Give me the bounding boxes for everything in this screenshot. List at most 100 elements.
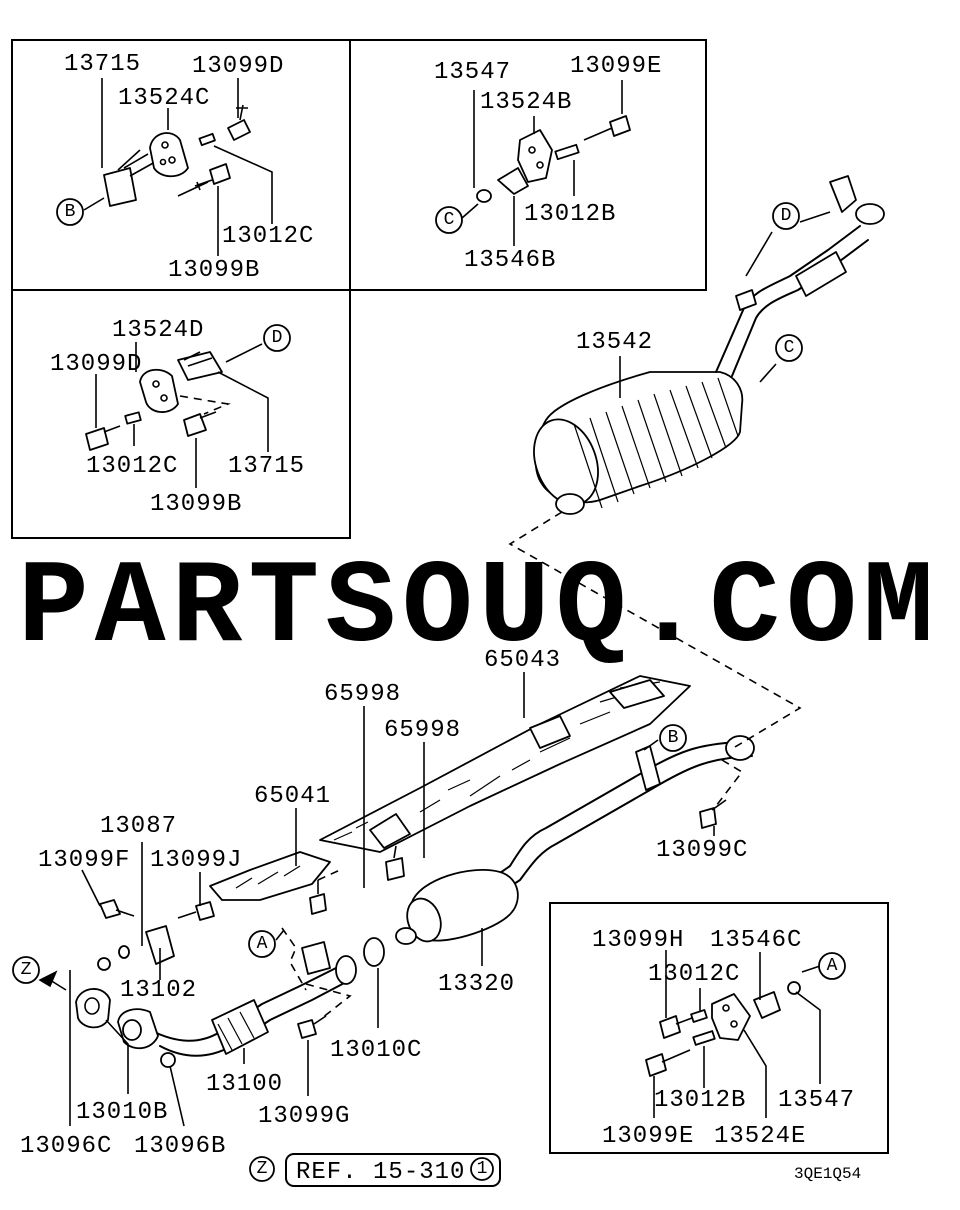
label-13096c: 13096C [20,1133,112,1160]
callout-a-front-pipe: A [248,930,276,958]
center-muffler-13320 [395,869,519,945]
label-13099e-2: 13099E [602,1123,694,1150]
label-65998: 65998 [324,681,401,708]
nut-13096b [160,1052,176,1068]
inset-box-bottom-right [549,902,889,1154]
bolt-13099b [209,163,231,185]
washer-13087 [118,945,130,959]
rear-muffler-13542 [533,175,885,515]
callout-b-top-left: B [56,198,84,226]
rubber-hanger-13524e [711,993,751,1041]
watermark: PARTSOUQ.COM [18,543,940,676]
label-13099h: 13099H [592,927,684,954]
inset-top-right-parts [461,80,631,246]
callout-label: C [784,338,795,358]
reference-marker: Z [257,1159,268,1179]
reference-box [285,1153,501,1187]
bolt-13099h [659,1015,681,1039]
label-13010c: 13010C [330,1037,422,1064]
label-13099g: 13099G [258,1103,350,1130]
reference-text: REF. 15-310 [296,1159,465,1186]
callout-label: B [65,202,76,222]
label-13547-2: 13547 [778,1087,855,1114]
bolt-13099d [85,427,109,451]
hanger-bracket-13715 [103,167,137,207]
bolt-13099c [699,807,717,829]
label-13546b: 13546B [464,247,556,274]
bolt-65998-left [309,893,327,915]
label-13010b: 13010B [76,1099,168,1126]
bracket-13546c [753,991,781,1019]
heat-protector-65043 [319,675,691,853]
label-13524e: 13524E [714,1123,806,1150]
diagram-code: 3QE1Q54 [794,1165,861,1183]
label-13546c: 13546C [710,927,802,954]
inset-top-left-parts [83,78,273,256]
label-13715: 13715 [64,51,141,78]
label-65998-2: 65998 [384,717,461,744]
label-13099c: 13099C [656,837,748,864]
callout-c-muffler: C [775,334,803,362]
label-13096b: 13096B [134,1133,226,1160]
label-13100: 13100 [206,1071,283,1098]
callout-label: D [781,206,792,226]
callout-label: A [257,934,268,954]
heat-protector-65041 [209,851,331,901]
gasket-13010c [363,937,385,967]
bracket-13102 [145,925,175,965]
label-65041: 65041 [254,783,331,810]
label-13099d: 13099D [192,53,284,80]
bolt-13099e [645,1053,667,1077]
bolt-13099b [183,413,207,437]
label-13087: 13087 [100,813,177,840]
label-65043: 65043 [484,647,561,674]
callout-a-bottom-right: A [818,952,846,980]
label-13099b-2: 13099B [150,491,242,518]
label-13547: 13547 [434,59,511,86]
label-13099f: 13099F [38,847,130,874]
label-13524d: 13524D [112,317,204,344]
reference-number: 1 [477,1159,488,1179]
nut-13096c [97,957,111,971]
bolt-13099d [227,119,251,141]
callout-c-top-right: C [435,206,463,234]
bolt-65998-right [385,857,405,881]
washer-13547 [476,189,492,203]
label-13012c-2: 13012C [86,453,178,480]
label-13542: 13542 [576,329,653,356]
inset-box-top-right [349,39,707,291]
gasket-13010b [75,988,111,1029]
label-13102: 13102 [120,977,197,1004]
center-pipe [489,735,755,897]
label-13524c: 13524C [118,85,210,112]
inset-middle-left-parts [85,342,269,488]
label-13012b: 13012B [524,201,616,228]
pin-13012c [124,411,142,425]
callout-label: D [272,328,283,348]
callout-d-tailpipe: D [772,202,800,230]
washer-13547 [787,981,801,995]
hanger-bracket-13715 [177,351,223,381]
arrow-z-icon [38,970,58,988]
connection-lines [281,511,802,1019]
callout-b-center-pipe: B [659,724,687,752]
inset-box-middle-left [11,289,351,539]
label-13099d-2: 13099D [50,351,142,378]
label-13099b: 13099B [168,257,260,284]
bolt-13099f [99,899,121,919]
bolt-13099e [609,115,631,137]
bolt-13099g [297,1019,317,1039]
inset-frames [11,39,889,1154]
pin-13012c [690,1009,708,1023]
callout-d-middle-left: D [263,324,291,352]
inset-bottom-right-parts [645,950,821,1118]
part-number-labels: 13715 13099D 13524C 13012C 13099B 13547 … [20,51,855,1160]
small-parts [75,799,727,1068]
pin-13012c [198,132,216,147]
front-pipe-13100 [117,941,357,1057]
pin-13012b [554,143,580,161]
rubber-hanger-13524b [517,129,553,183]
callout-label: A [827,956,838,976]
label-13012b-2: 13012B [654,1087,746,1114]
